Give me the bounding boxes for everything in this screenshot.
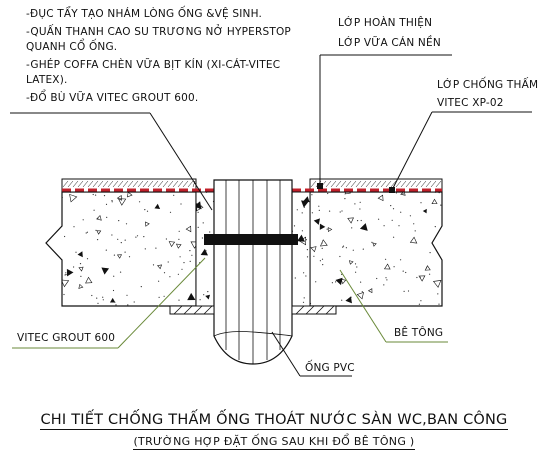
concrete-hatch-left [46,192,196,306]
hyperstop-strip [204,234,298,245]
drawing-title-text: CHI TIẾT CHỐNG THẤM ỐNG THOÁT NƯỚC SÀN W… [40,412,508,430]
formwork-right [291,305,337,315]
label-pipe: ỐNG PVC [305,362,355,374]
drawing-subtitle: (TRƯỜNG HỢP ĐẶT ỐNG SAU KHI ĐỔ BÊ TÔNG ) [0,435,548,450]
leader-concrete [339,269,448,343]
label-finish-layer: LỚP HOÀN THIỆN [338,17,433,29]
concrete-slab-right [309,191,443,307]
label-waterproof-layer: LỚP CHỐNG THẤM [437,79,539,91]
note-line-2: -QUẤN THANH CAO SU TRƯƠNG NỞ HYPERSTOP [26,26,291,38]
label-concrete: BÊ TÔNG [394,327,444,339]
note-line-1: -ĐỤC TẨY TẠO NHÁM LÒNG ỐNG &VỆ SINH. [26,8,263,20]
note-line-4: -GHÉP COFFA CHÈN VỮA BỊT KÍN (XI-CÁT-VIT… [26,59,281,71]
leader-pipe [271,331,352,377]
grout-hatch-right [292,196,310,303]
leader-finish-layer [317,54,452,189]
leader-waterproof [389,111,532,193]
concrete-slab-left [45,191,197,307]
note-line-3: QUANH CỔ ỐNG. [26,41,118,53]
label-screed-layer: LỚP VỮA CÁN NỀN [338,37,441,49]
formwork-left [169,305,215,315]
concrete-hatch-right [310,192,442,306]
pvc-pipe [213,179,293,365]
grout-hatch-left [196,192,214,301]
leader-grout [12,257,206,349]
grout-fill-right [291,191,311,307]
label-waterproof-product: VITEC XP-02 [437,97,504,109]
drawing-title: CHI TIẾT CHỐNG THẤM ỐNG THOÁT NƯỚC SÀN W… [0,412,548,430]
note-line-6: -ĐỔ BÙ VỮA VITEC GROUT 600. [26,92,199,104]
drawing-subtitle-text: (TRƯỜNG HỢP ĐẶT ỐNG SAU KHI ĐỔ BÊ TÔNG ) [133,435,415,450]
note-line-5: LATEX). [26,74,68,86]
label-grout: VITEC GROUT 600 [17,332,116,344]
leader-notes [10,112,213,211]
